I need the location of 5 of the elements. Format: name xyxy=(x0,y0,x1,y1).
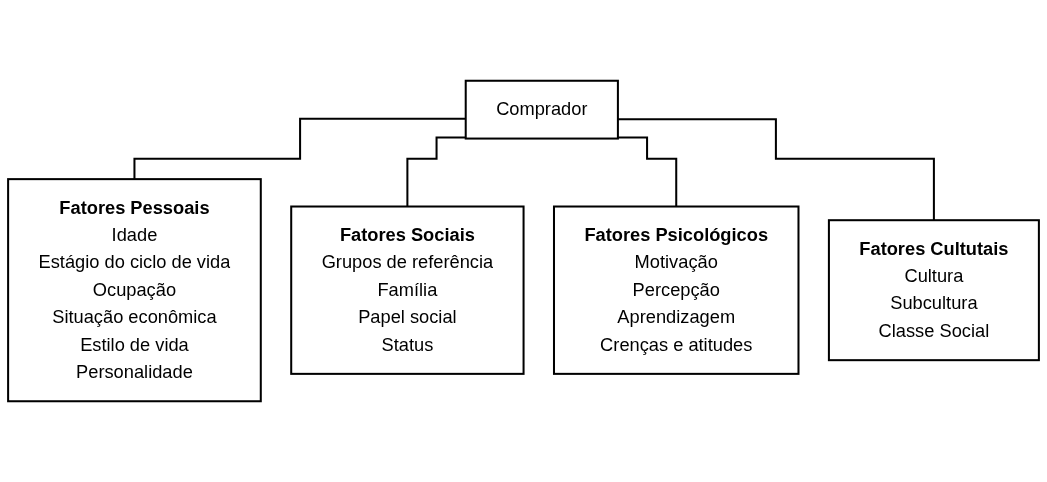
node-box: Fatores Cultutais Cultura Subcultura Classe Social xyxy=(827,219,1040,362)
node-box: Fatores Sociais Grupos de referência Família Papel social Status xyxy=(290,205,525,375)
node-box: Comprador xyxy=(464,79,619,140)
node-box: Fatores Pessoais Idade Estágio do ciclo de vida Ocupação Situação econômica Estilo de vida Personalidade xyxy=(7,178,262,403)
node-box: Fatores Psicológicos Motivação Percepção Aprendizagem Crenças e atitudes xyxy=(552,205,800,375)
